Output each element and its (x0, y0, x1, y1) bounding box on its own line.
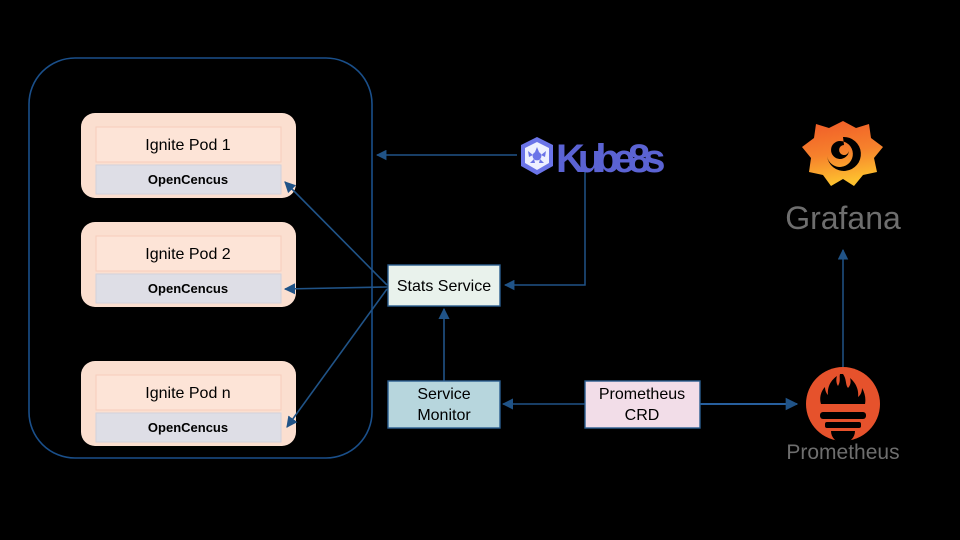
pod-title-box-2 (95, 235, 282, 272)
service-monitor-label-line2: Monitor (417, 407, 471, 424)
prometheus-crd-label-line2: CRD (625, 407, 660, 424)
connector-kubernetes-to-stats-service (503, 172, 586, 291)
opencensus-label-1: OpenCencus (148, 172, 228, 187)
opencensus-label-2: OpenCencus (148, 281, 228, 296)
grafana-spiral-icon (802, 121, 883, 186)
pod-title-2: Ignite Pod 2 (145, 246, 231, 263)
pod-group-n[interactable]: Ignite Pod n OpenCencus (81, 361, 296, 446)
kubernetes-hexagon-icon (521, 137, 553, 175)
grafana-label: Grafana (785, 200, 901, 236)
opencensus-box-n (95, 412, 282, 443)
service-monitor-node[interactable]: Service Monitor (387, 380, 501, 429)
opencensus-box-1 (95, 164, 282, 195)
pod-title-n: Ignite Pod n (145, 385, 230, 402)
service-monitor-label-line1: Service (417, 386, 470, 403)
opencensus-label-n: OpenCencus (148, 420, 228, 435)
grafana-logo[interactable]: Grafana (785, 121, 901, 236)
pod-title-1: Ignite Pod 1 (145, 137, 231, 154)
connector-stats-to-pod-1 (284, 181, 388, 286)
pod-title-box-1 (95, 126, 282, 163)
service-monitor-box (387, 380, 501, 429)
pod-title-box-n (95, 374, 282, 411)
pod-group-2[interactable]: Ignite Pod 2 OpenCencus (81, 222, 296, 307)
prometheus-label: Prometheus (786, 441, 899, 464)
pod-group-1[interactable]: Ignite Pod 1 OpenCencus (81, 113, 296, 198)
prometheus-crd-node[interactable]: Prometheus CRD (584, 380, 701, 429)
prometheus-crd-label-line1: Prometheus (599, 386, 685, 403)
kubernetes-logo[interactable]: Kube8s (521, 137, 671, 181)
stats-service-label: Stats Service (397, 278, 491, 295)
prometheus-logo[interactable]: Prometheus (786, 367, 900, 464)
stats-service-box (387, 264, 501, 307)
prometheus-crd-box (584, 380, 701, 429)
opencensus-box-2 (95, 273, 282, 304)
kubernetes-wordmark: Kube8s (556, 137, 664, 181)
kubernetes-cluster-boundary (28, 57, 373, 459)
stats-service-node[interactable]: Stats Service (387, 264, 501, 307)
connector-stats-to-pod-2 (283, 283, 388, 295)
prometheus-torch-icon (806, 367, 880, 443)
connector-stats-to-pod-n (286, 288, 388, 428)
